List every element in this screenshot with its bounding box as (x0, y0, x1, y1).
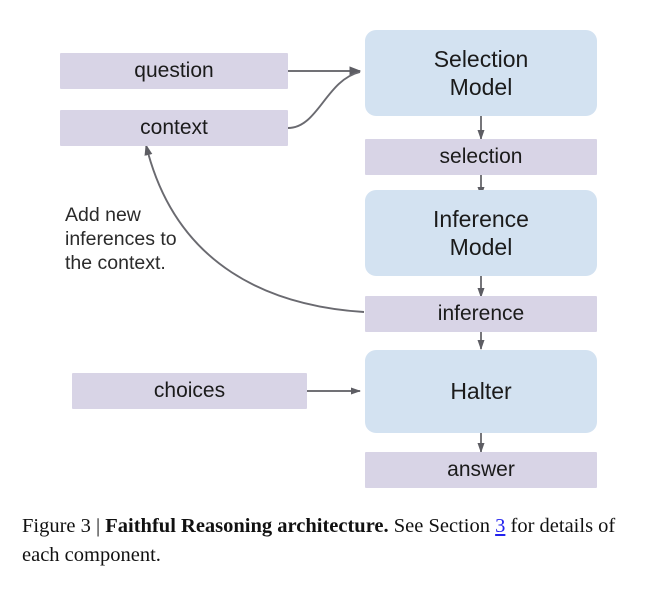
caption-title: Faithful Reasoning architecture. (105, 515, 389, 537)
edge-inference-to-context (144, 143, 365, 313)
figure-diagram: question context Selection Model selecti… (60, 30, 597, 488)
annotation-add-new-inferences: Add new inferences to the context. (65, 204, 177, 274)
edge-context-to-selection-model (287, 71, 361, 129)
node-answer[interactable]: answer (365, 452, 597, 488)
caption-body-after-link: for details of each component. (22, 515, 616, 566)
figure-caption: Figure 3 | Faithful Reasoning architectu… (22, 512, 630, 570)
node-halter[interactable]: Halter (365, 350, 597, 433)
caption-figure-number: Figure 3 (22, 515, 91, 537)
caption-section-link[interactable]: 3 (495, 515, 506, 537)
node-context[interactable]: context (60, 110, 288, 146)
caption-separator: | (96, 515, 101, 537)
node-choices[interactable]: choices (72, 373, 307, 409)
node-selection[interactable]: selection (365, 139, 597, 175)
node-question[interactable]: question (60, 53, 288, 89)
node-selection-model[interactable]: Selection Model (365, 30, 597, 116)
caption-body-before-link: See Section (388, 515, 496, 537)
node-inference[interactable]: inference (365, 296, 597, 332)
diagram-edges (144, 66, 485, 454)
node-inference-model[interactable]: Inference Model (365, 190, 597, 276)
